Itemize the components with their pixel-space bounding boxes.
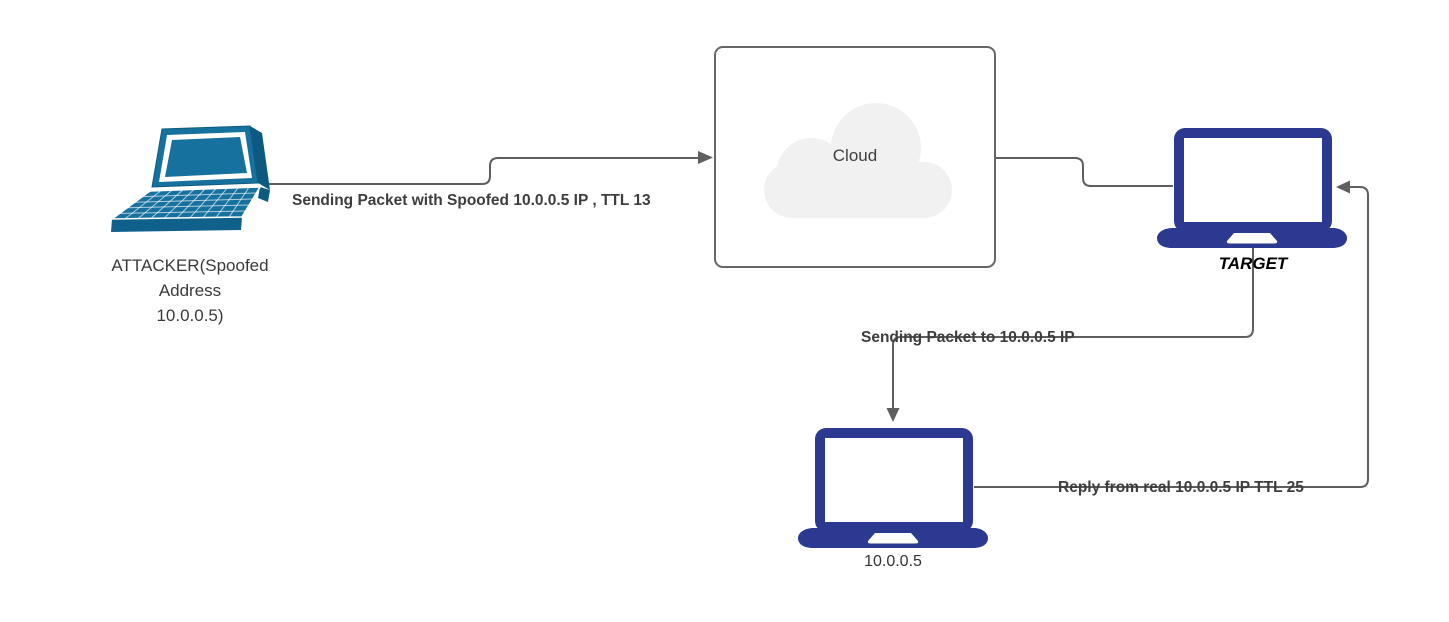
attacker-label-line3: 10.0.0.5): [156, 306, 224, 325]
arrowhead-into-target: [1336, 180, 1350, 194]
target-laptop-icon: [1157, 128, 1347, 248]
edge-attacker-to-cloud: [263, 157, 699, 185]
edge-label-spoofed-packet: Sending Packet with Spoofed 10.0.0.5 IP …: [292, 192, 651, 209]
edge-target-to-realhost: [892, 247, 1254, 408]
target-node-label: TARGET: [1218, 254, 1288, 273]
edge-label-sending-packet: Sending Packet to 10.0.0.5 IP: [861, 329, 1075, 346]
cloud-node-label: Cloud: [832, 146, 878, 165]
cloud-node: Cloud: [714, 46, 996, 268]
edge-cloud-to-target: [996, 157, 1173, 187]
realhost-laptop-icon: [798, 428, 988, 548]
cloud-icon: [764, 103, 952, 218]
attacker-label-line1: ATTACKER(Spoofed: [111, 256, 269, 275]
attacker-node-label: ATTACKER(Spoofed Address 10.0.0.5): [60, 253, 320, 328]
attacker-laptop-icon: [109, 125, 270, 232]
arrowhead-into-realhost: [886, 408, 900, 422]
edge-label-reply: Reply from real 10.0.0.5 IP TTL 25: [1058, 479, 1304, 496]
edge-realhost-to-target: [974, 186, 1369, 488]
realhost-node-label: 10.0.0.5: [864, 553, 922, 570]
arrowhead-into-cloud: [698, 151, 713, 164]
attacker-label-line2: Address: [158, 281, 222, 300]
